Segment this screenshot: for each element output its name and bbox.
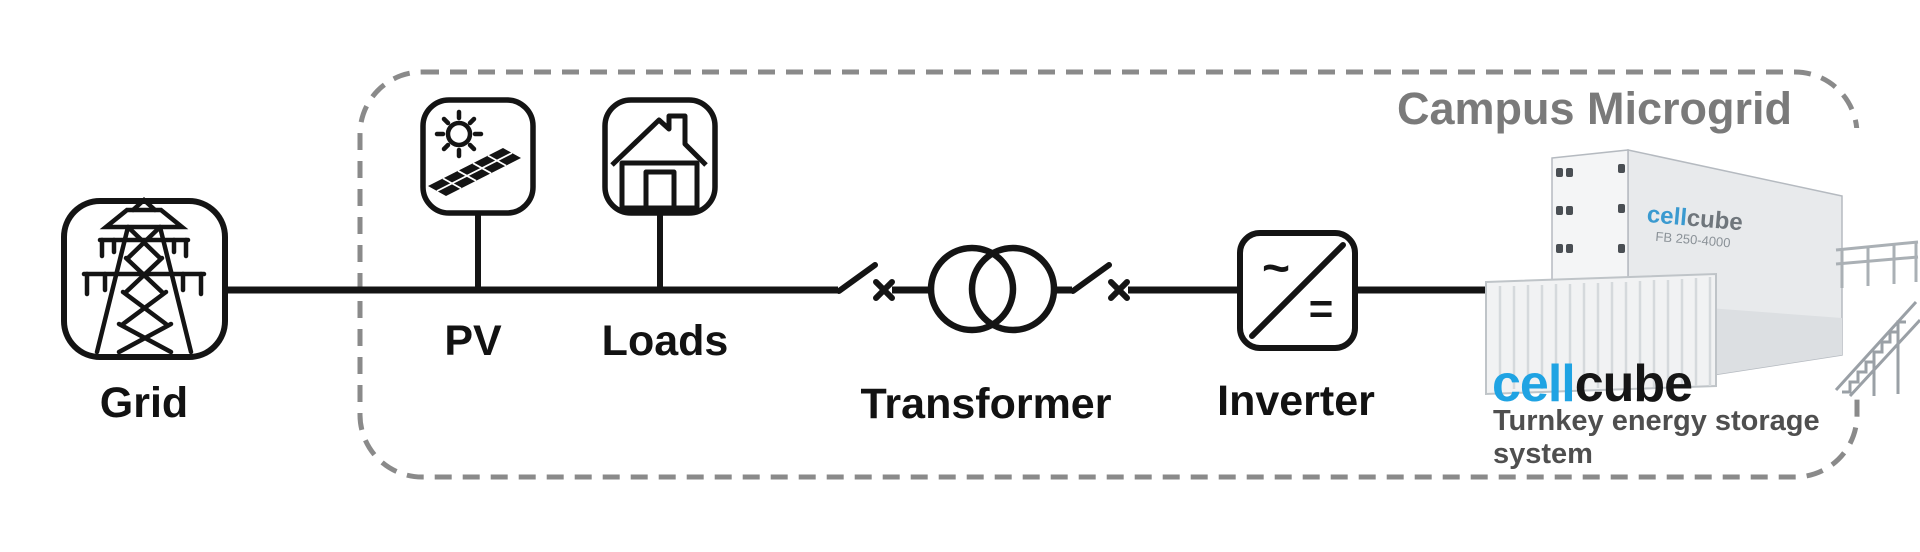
switch-blade	[1070, 262, 1112, 294]
grid-icon	[61, 196, 228, 360]
disconnect-switch-right-icon	[1070, 262, 1130, 301]
container-brand-cell: cell	[1645, 201, 1689, 232]
cellcube-logo-cell: cell	[1492, 355, 1576, 413]
container-print: cellcube FB 250-4000	[1645, 201, 1744, 250]
transformer-primary-coil	[927, 244, 1017, 334]
storage-caption-line1: Turnkey energy storage	[1493, 405, 1820, 437]
storage-caption-line2: system	[1493, 438, 1593, 470]
loads-label: Loads	[601, 317, 729, 365]
cellcube-logo-cube: cube	[1574, 355, 1693, 413]
pv-icon	[420, 97, 536, 216]
house-icon	[610, 113, 708, 211]
switch-blade	[836, 262, 878, 294]
inverter-label: Inverter	[1217, 377, 1375, 425]
platform-railing	[1835, 240, 1919, 288]
bus-line	[225, 213, 1492, 294]
transformer-label: Transformer	[860, 380, 1112, 428]
sun-icon	[434, 109, 484, 159]
container-front-unit	[1485, 272, 1717, 396]
transmission-tower-icon	[81, 196, 207, 355]
transformer-icon	[927, 244, 1058, 334]
breaker-x-icon	[873, 279, 895, 301]
cellcube-logo: cellcube	[1492, 355, 1693, 413]
microgrid-title: Campus Microgrid	[1396, 83, 1792, 134]
breaker-x-icon	[1108, 279, 1130, 301]
container-corrugation	[1498, 277, 1712, 390]
dc-symbol: =	[1309, 285, 1334, 332]
solar-panel-icon	[428, 148, 521, 196]
inverter-icon: ~ =	[1237, 230, 1358, 351]
cellcube-unit-image	[1485, 128, 1920, 398]
ac-symbol: ~	[1262, 242, 1290, 295]
loads-icon	[602, 97, 718, 216]
transformer-secondary-coil	[968, 244, 1058, 334]
disconnect-switch-left-icon	[836, 262, 895, 301]
inverter-diagonal	[1249, 242, 1346, 339]
pv-label: PV	[444, 317, 502, 365]
grid-label: Grid	[99, 379, 189, 427]
staircase	[1834, 300, 1920, 398]
